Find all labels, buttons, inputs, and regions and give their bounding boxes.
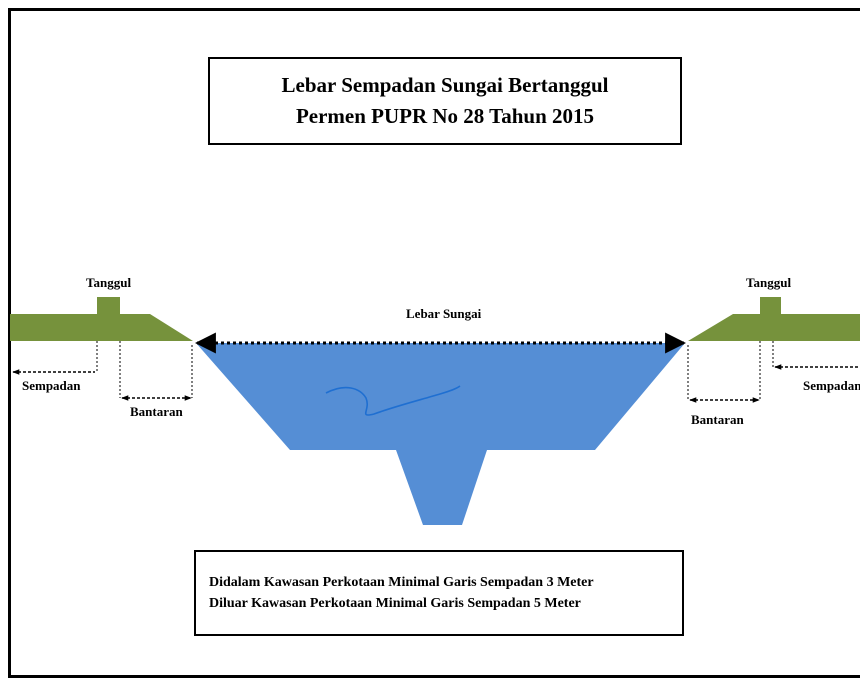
- river-water: [196, 343, 685, 525]
- tanggul-left-label: Tanggul: [86, 275, 131, 290]
- title-line-1: Lebar Sempadan Sungai Bertanggul: [281, 73, 609, 97]
- right-embankment: [688, 297, 860, 341]
- tanggul-right-label: Tanggul: [746, 275, 791, 290]
- note-line-2: Diluar Kawasan Perkotaan Minimal Garis S…: [209, 596, 581, 611]
- sempadan-right-label: Sempadan: [803, 378, 860, 393]
- note-line-1: Didalam Kawasan Perkotaan Minimal Garis …: [209, 575, 594, 590]
- left-embankment: [10, 297, 193, 341]
- bantaran-right-label: Bantaran: [691, 412, 745, 427]
- sempadan-left-label: Sempadan: [22, 378, 81, 393]
- title-box: Lebar Sempadan Sungai Bertanggul Permen …: [208, 57, 682, 145]
- bantaran-left-label: Bantaran: [130, 404, 184, 419]
- water-squiggle: [325, 385, 461, 416]
- lebar-sungai-label: Lebar Sungai: [406, 306, 482, 321]
- title-line-2: Permen PUPR No 28 Tahun 2015: [295, 104, 595, 128]
- note-box: Didalam Kawasan Perkotaan Minimal Garis …: [194, 550, 684, 636]
